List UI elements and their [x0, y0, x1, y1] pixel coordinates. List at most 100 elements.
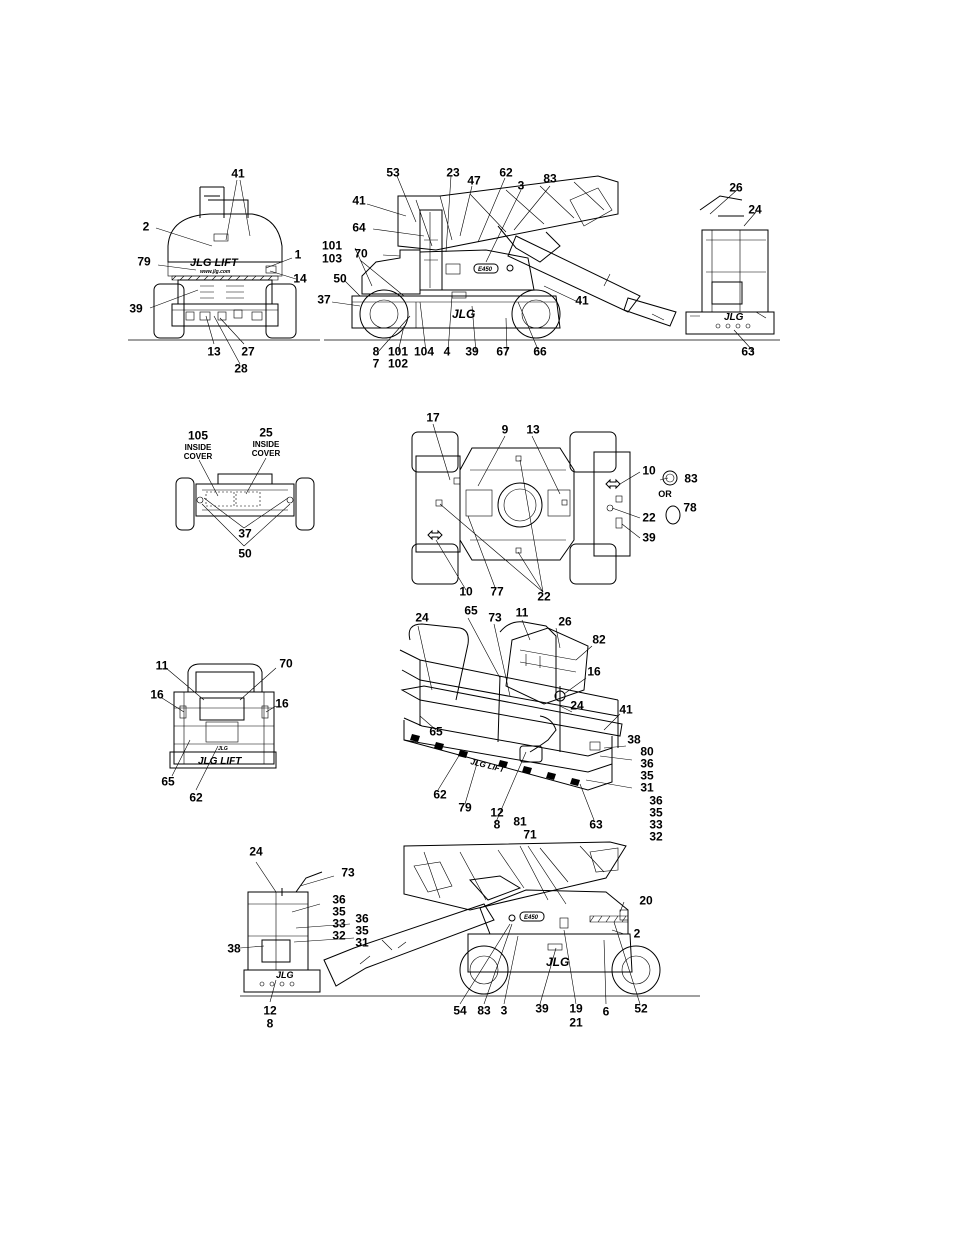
callout-stowed: 71: [523, 827, 537, 842]
callout-side: 47: [467, 173, 481, 188]
callout-platform-iso: 16: [587, 664, 601, 679]
callout-rear: 27: [241, 344, 255, 359]
callout-stowed: 19: [569, 1001, 583, 1016]
callout-rear: 1: [294, 247, 302, 262]
callout-platform-iso: 8: [493, 817, 501, 832]
callout-side: 7: [372, 356, 380, 371]
callout-side: 23: [446, 165, 460, 180]
callout-top: 22: [537, 589, 551, 604]
callout-platform-iso: 82: [592, 632, 606, 647]
callout-platform-front: 65: [161, 774, 175, 789]
callout-platform-iso: 80: [640, 744, 654, 759]
callout-platform-iso: 24: [570, 698, 584, 713]
callout-platform-front: 16: [275, 696, 289, 711]
callout-side: 101: [387, 344, 409, 359]
callout-side: 24: [748, 202, 762, 217]
callout-platform-iso: 35: [649, 805, 663, 820]
callout-stowed: 36: [332, 892, 346, 907]
callout-platform-iso: 62: [433, 787, 447, 802]
callout-stowed: 21: [569, 1015, 583, 1030]
callout-cover: 105: [187, 428, 209, 443]
callout-stowed: 20: [639, 893, 653, 908]
callout-side: 83: [543, 171, 557, 186]
callout-platform-iso: 31: [640, 780, 654, 795]
callout-side: 8: [372, 344, 380, 359]
callout-platform-iso: 38: [627, 732, 641, 747]
callout-platform-iso: 65: [429, 724, 443, 739]
callout-rear: 41: [231, 166, 245, 181]
callout-top: 83: [684, 471, 698, 486]
callout-stowed: 54: [453, 1003, 467, 1018]
callout-platform-iso: 36: [640, 756, 654, 771]
stowed-side-view: E450 JLG JLG: [239, 841, 700, 1005]
callout-side: 3: [517, 178, 525, 193]
callout-platform-iso: 73: [488, 610, 502, 625]
rear-jlg-lift-decal: JLG LIFT: [190, 257, 239, 269]
callout-stowed: 35: [355, 923, 369, 938]
callout-side: 102: [387, 356, 409, 371]
callout-stowed: 24: [249, 844, 263, 859]
callout-side: 104: [413, 344, 435, 359]
callout-platform-front: 11: [155, 658, 169, 673]
callout-side: 41: [352, 193, 366, 208]
callout-side: 39: [465, 344, 479, 359]
callout-top: 10: [642, 463, 656, 478]
callout-platform-iso: 11: [515, 605, 529, 620]
callout-stowed: 81: [513, 814, 527, 829]
stowed-platform-jlg-decal: JLG: [276, 970, 294, 980]
callout-rear: 39: [129, 301, 143, 316]
side-jlg-decal: JLG: [452, 307, 475, 321]
callout-stowed: 33: [332, 916, 346, 931]
callout-platform-front: 16: [150, 687, 164, 702]
rear-view: JLG LIFT www.jlg.com: [128, 179, 320, 365]
rear-cover-view: [175, 457, 315, 547]
callout-side: 53: [386, 165, 400, 180]
callout-stowed: 36: [355, 911, 369, 926]
stowed-model-decal: E450: [524, 915, 539, 921]
callout-platform-iso: 32: [649, 829, 663, 844]
callout-side: 50: [333, 271, 347, 286]
note-inside-cover: INSIDE COVER: [183, 443, 213, 461]
callout-top: 17: [426, 410, 440, 425]
callout-side: 26: [729, 180, 743, 195]
callout-rear: 13: [207, 344, 221, 359]
callout-stowed: 52: [634, 1001, 648, 1016]
callout-stowed: 73: [341, 865, 355, 880]
callout-stowed: 12: [263, 1003, 277, 1018]
callout-platform-iso: 79: [458, 800, 472, 815]
callout-stowed: 38: [227, 941, 241, 956]
callout-platform-iso: 12: [490, 805, 504, 820]
callout-side: 64: [352, 220, 366, 235]
callout-cover: 37: [238, 526, 252, 541]
callout-side: 41: [575, 293, 589, 308]
callout-top: 78: [683, 500, 697, 515]
callout-platform-iso: 24: [415, 610, 429, 625]
top-view: [411, 423, 681, 593]
callout-platform-front: 70: [279, 656, 293, 671]
callout-side: 67: [496, 344, 510, 359]
callout-rear: 2: [142, 219, 150, 234]
callout-rear: 28: [234, 361, 248, 376]
callout-stowed: 2: [633, 926, 641, 941]
callout-stowed: 32: [332, 928, 346, 943]
callout-top: 77: [490, 584, 504, 599]
callout-rear: 79: [137, 254, 151, 269]
platform-front-jlg-lift-decal: JLG LIFT: [198, 756, 242, 767]
callout-side: 66: [533, 344, 547, 359]
callout-platform-iso: 36: [649, 793, 663, 808]
callout-stowed: 35: [332, 904, 346, 919]
callout-side: 63: [741, 344, 755, 359]
callout-rear: 14: [293, 271, 307, 286]
callout-top: 13: [526, 422, 540, 437]
callout-platform-iso: 41: [619, 702, 633, 717]
callout-cover: 25: [259, 425, 273, 440]
callout-side: 37: [317, 292, 331, 307]
platform-jlg-decal: JLG: [724, 312, 744, 323]
callout-platform-iso: 63: [589, 817, 603, 832]
callout-stowed: 8: [266, 1016, 274, 1031]
or-text: OR: [658, 489, 672, 499]
callout-platform-iso: 33: [649, 817, 663, 832]
callout-stowed: 6: [602, 1004, 610, 1019]
callout-stowed: 3: [500, 1003, 508, 1018]
